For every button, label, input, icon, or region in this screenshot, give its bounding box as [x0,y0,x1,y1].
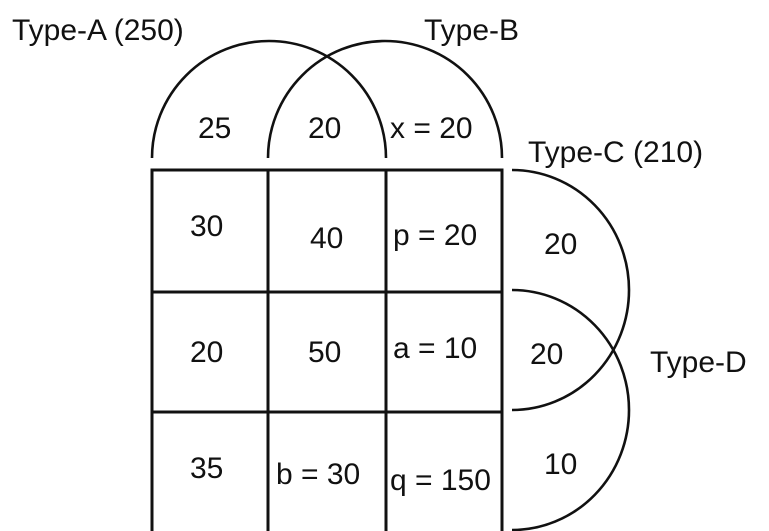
type-a-label: Type-A (250) [12,14,184,47]
arc-d-only-value: 10 [544,448,577,481]
type-c-label: Type-C (210) [528,136,703,169]
type-d-label: Type-D [650,346,747,379]
cell-r1-c2: 40 [310,222,343,255]
cell-r3-c2: b = 30 [276,458,360,491]
arc-ab-overlap-value: 20 [308,112,341,145]
cell-r3-c1: 35 [190,452,223,485]
type-d-arc [511,288,631,531]
arc-a-only-value: 25 [198,112,231,145]
cell-r2-c3: a = 10 [393,332,477,365]
cell-r3-c3: q = 150 [390,464,491,497]
arc-cd-overlap-value: 20 [530,338,563,371]
grid-lines [150,168,504,531]
cell-r2-c1: 20 [190,336,223,369]
cell-r2-c2: 50 [308,336,341,369]
type-b-arc [266,39,504,159]
type-c-arc [511,168,631,412]
cell-r1-c3: p = 20 [393,219,477,252]
type-b-label: Type-B [424,14,519,47]
cell-r1-c1: 30 [190,210,223,243]
arc-c-only-value: 20 [544,228,577,261]
type-a-arc [150,39,388,159]
arc-b-only-value: x = 20 [390,112,473,145]
